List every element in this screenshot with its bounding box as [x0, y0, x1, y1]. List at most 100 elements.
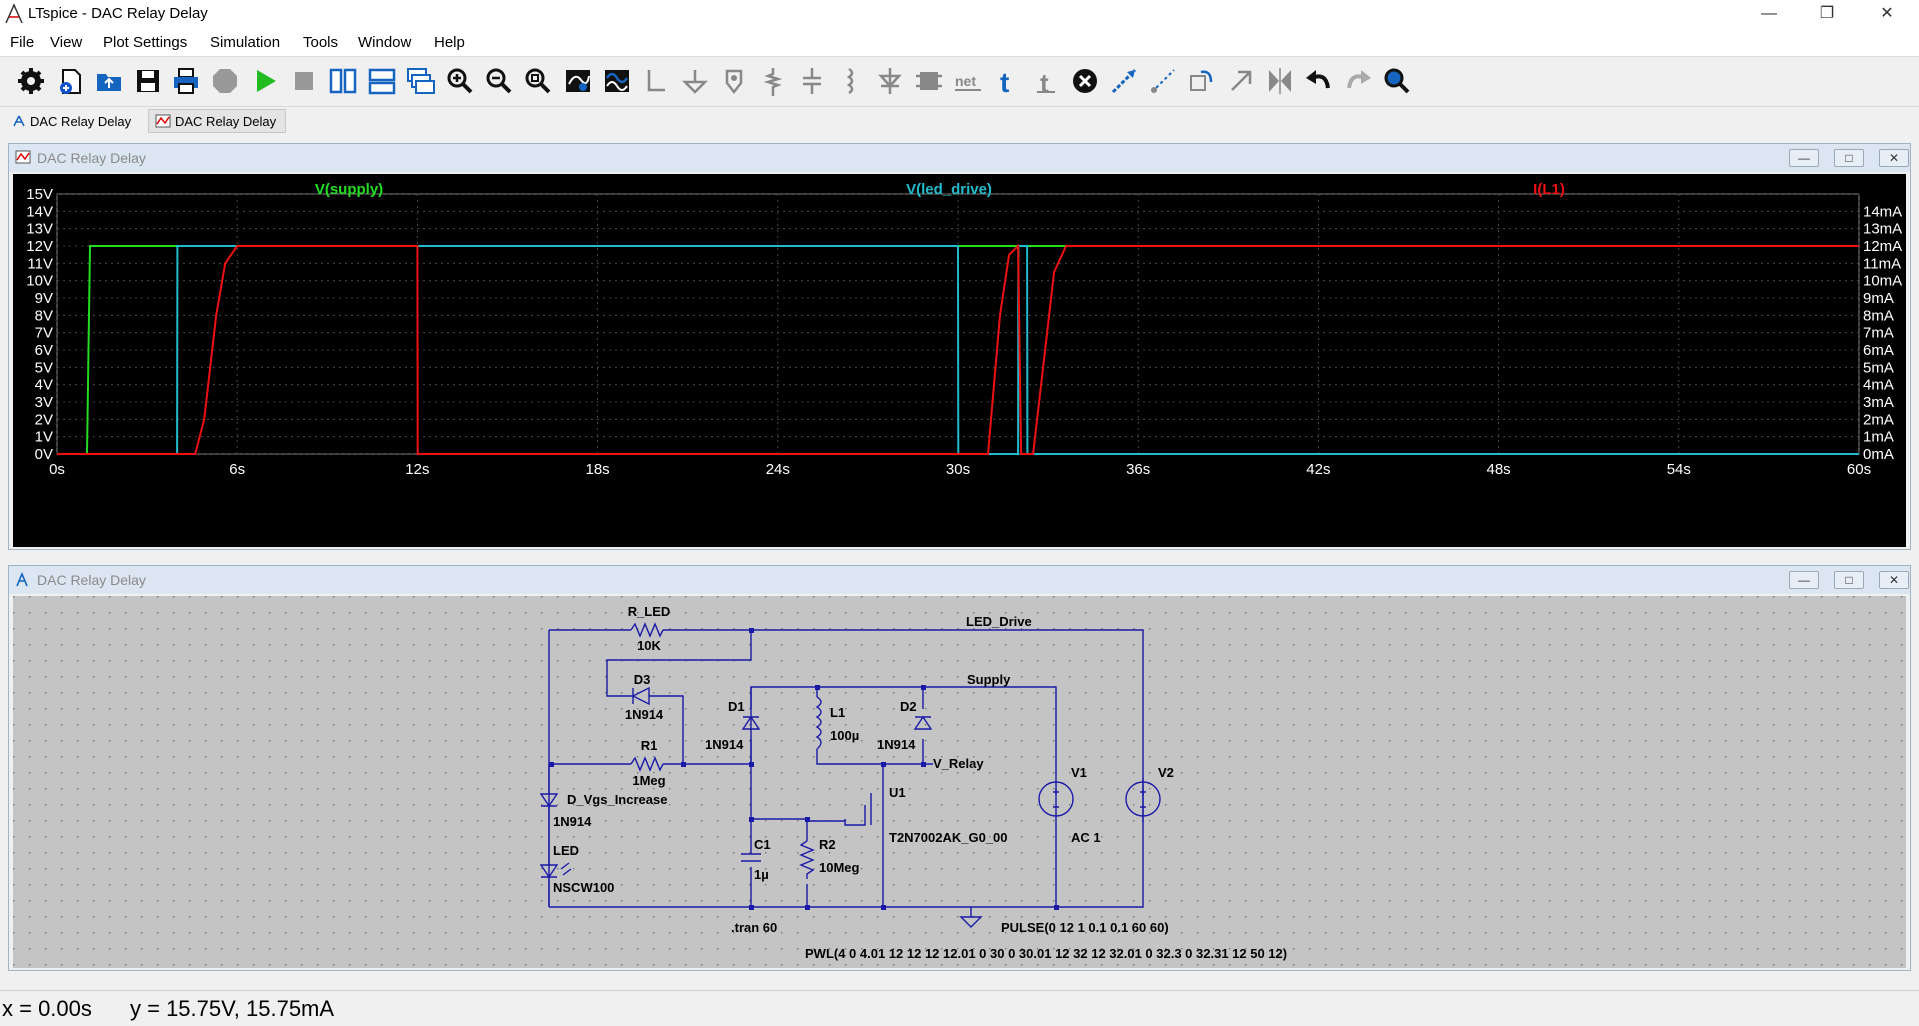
tile-vertical-icon[interactable]: [326, 64, 360, 98]
r-led-value: 10K: [637, 638, 661, 653]
schematic-pane-title: DAC Relay Delay: [37, 572, 146, 588]
plot-background: [13, 174, 1906, 547]
title-bar: LTspice - DAC Relay Delay — ❐ ✕: [0, 0, 1919, 30]
resistor-icon[interactable]: [756, 64, 790, 98]
l1-ref: L1: [830, 705, 845, 720]
c1-capacitor: [741, 853, 761, 862]
settings-gear-icon[interactable]: [14, 64, 48, 98]
waveform-plot[interactable]: 0V1V2V3V4V5V6V7V8V9V10V11V12V13V14V15V0m…: [13, 174, 1906, 547]
v1-pulse-spec[interactable]: PULSE(0 12 1 0.1 0.1 60 60): [1001, 920, 1169, 935]
zoom-fit-icon[interactable]: [521, 64, 555, 98]
c1-ref: C1: [754, 837, 771, 852]
net-label-icon[interactable]: net: [951, 64, 985, 98]
schematic-components: [539, 622, 1161, 928]
d3-ref: D3: [634, 672, 651, 687]
spice-directive-icon[interactable]: t: [1029, 64, 1063, 98]
waveform-icon[interactable]: [600, 64, 634, 98]
menu-plot-settings[interactable]: Plot Settings: [103, 34, 188, 51]
led-drive-net-label: LED_Drive: [966, 614, 1032, 629]
menu-help[interactable]: Help: [434, 34, 465, 51]
diode-icon[interactable]: [873, 64, 907, 98]
y2-tick-label: 3mA: [1863, 394, 1894, 411]
tab-waveform[interactable]: DAC Relay Delay: [148, 109, 286, 133]
pane-close-button[interactable]: ✕: [1879, 571, 1909, 589]
y2-tick-label: 6mA: [1863, 342, 1894, 359]
tab-schematic[interactable]: DAC Relay Delay: [6, 109, 148, 133]
pane-minimize-button[interactable]: —: [1789, 149, 1819, 167]
u1-ref: U1: [889, 785, 906, 800]
v2-pwl-spec[interactable]: PWL(4 0 4.01 12 12 12 12.01 0 30 0 30.01…: [805, 946, 1287, 961]
menu-file[interactable]: File: [10, 34, 35, 51]
inductor-icon[interactable]: [834, 64, 868, 98]
led-ref: LED: [553, 843, 579, 858]
mirror-icon[interactable]: [1224, 64, 1258, 98]
move-icon[interactable]: [1107, 64, 1141, 98]
l1-inductor: [815, 696, 822, 750]
y-tick-label: 14V: [26, 203, 53, 220]
run-icon[interactable]: [248, 64, 282, 98]
text-icon[interactable]: t: [990, 64, 1024, 98]
capacitor-icon[interactable]: [795, 64, 829, 98]
y-tick-label: 15V: [26, 186, 53, 203]
pane-minimize-button[interactable]: —: [1789, 571, 1819, 589]
schematic-canvas[interactable]: R_LED 10K LED_Drive D3 1N914 D1 1N914 L1…: [13, 596, 1906, 968]
pane-maximize-button[interactable]: □: [1834, 149, 1864, 167]
flip-icon[interactable]: [1263, 64, 1297, 98]
tab-label: DAC Relay Delay: [175, 113, 277, 129]
y2-tick-label: 10mA: [1863, 273, 1902, 290]
menu-view[interactable]: View: [50, 34, 83, 51]
plot-traces: [57, 243, 1859, 455]
trace-label-il1[interactable]: I(L1): [1533, 181, 1565, 198]
menu-simulation[interactable]: Simulation: [210, 34, 281, 51]
y2-tick-label: 4mA: [1863, 377, 1894, 394]
trace-label-led-drive[interactable]: V(led_drive): [906, 181, 992, 198]
undo-icon[interactable]: [1302, 64, 1336, 98]
zoom-in-icon[interactable]: [443, 64, 477, 98]
trace-i-l1-[interactable]: [57, 243, 1859, 455]
print-icon[interactable]: [169, 64, 203, 98]
label-icon[interactable]: [717, 64, 751, 98]
open-icon[interactable]: [92, 64, 126, 98]
supply-net-label: Supply: [967, 672, 1011, 687]
menu-window[interactable]: Window: [358, 34, 412, 51]
x-tick-label: 36s: [1126, 461, 1150, 478]
save-icon[interactable]: [131, 64, 165, 98]
menu-tools[interactable]: Tools: [303, 34, 339, 51]
minimize-button[interactable]: —: [1761, 5, 1777, 22]
ground-icon[interactable]: [678, 64, 712, 98]
wire-icon[interactable]: [639, 64, 673, 98]
redo-icon[interactable]: [1341, 64, 1375, 98]
x-tick-label: 48s: [1487, 461, 1511, 478]
d1-value: 1N914: [705, 737, 744, 752]
tran-directive[interactable]: .tran 60: [731, 920, 777, 935]
new-schematic-icon[interactable]: [54, 64, 88, 98]
pane-close-button[interactable]: ✕: [1879, 149, 1909, 167]
status-bar: x = 0.00s y = 15.75V, 15.75mA: [0, 990, 1919, 1026]
component-icon[interactable]: [912, 64, 946, 98]
close-window-button[interactable]: ✕: [1880, 5, 1894, 22]
x-tick-label: 42s: [1306, 461, 1330, 478]
halt-icon[interactable]: [208, 64, 242, 98]
delete-icon[interactable]: [1068, 64, 1102, 98]
drag-icon[interactable]: [1146, 64, 1180, 98]
y-tick-label: 10V: [26, 273, 53, 290]
waveform-pane-header: DAC Relay Delay — □ ✕: [9, 144, 1910, 172]
y2-tick-label: 2mA: [1863, 411, 1894, 428]
r-led-resistor: [630, 622, 664, 638]
restore-button[interactable]: ❐: [1819, 5, 1835, 22]
tile-horizontal-icon[interactable]: [365, 64, 399, 98]
zoom-out-icon[interactable]: [482, 64, 516, 98]
v1-source: [1038, 781, 1074, 817]
trace-label-supply[interactable]: V(supply): [315, 181, 383, 198]
d3-diode: [631, 686, 650, 706]
d2-diode: [913, 715, 933, 730]
menu-bar: File View Plot Settings Simulation Tools…: [0, 30, 1919, 57]
y-tick-label: 6V: [35, 342, 53, 359]
rotate-icon[interactable]: [1185, 64, 1219, 98]
stop-icon[interactable]: [287, 64, 321, 98]
cascade-icon[interactable]: [404, 64, 438, 98]
autorange-icon[interactable]: [561, 64, 595, 98]
pane-maximize-button[interactable]: □: [1834, 571, 1864, 589]
y-tick-label: 8V: [35, 307, 53, 324]
find-icon[interactable]: [1380, 64, 1414, 98]
